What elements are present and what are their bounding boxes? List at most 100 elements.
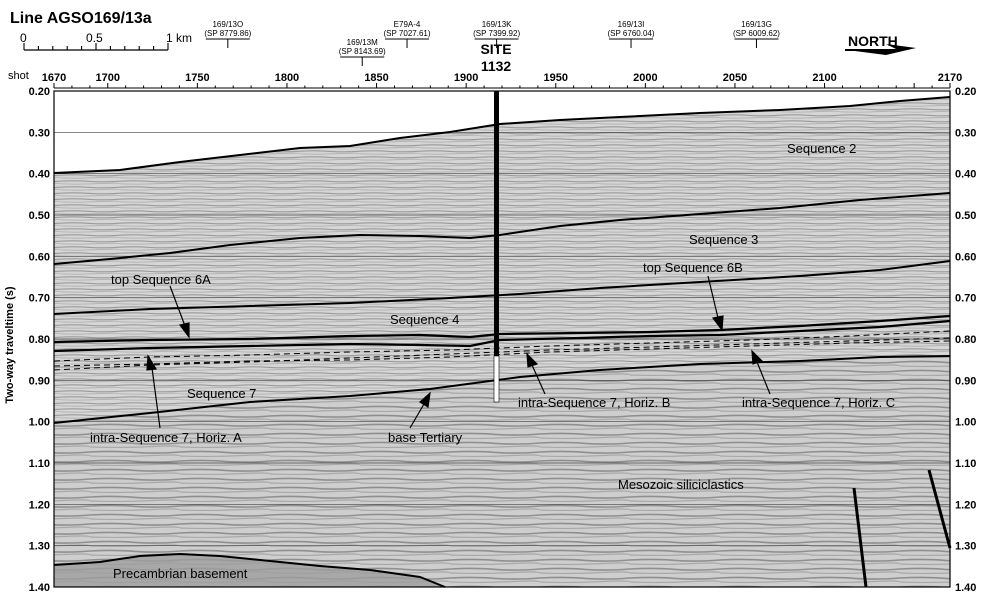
- x-tick-label: 2170: [938, 72, 962, 84]
- label-sequence-4: Sequence 4: [390, 312, 459, 327]
- label-sequence-2: Sequence 2: [787, 141, 856, 156]
- x-tick-label: 1900: [454, 72, 478, 84]
- plot-frame: [53, 90, 951, 588]
- y-tick-label-right: 1.10: [955, 458, 976, 470]
- crossing-name: 169/13O: [212, 20, 243, 29]
- y-tick-label-right: 0.70: [955, 293, 976, 305]
- y-axis-label: Two-way traveltime (s): [4, 286, 16, 403]
- arrow-6b-icon: [711, 315, 724, 332]
- x-axis-label: shot: [8, 70, 29, 82]
- y-tick-label-right: 0.90: [955, 375, 976, 387]
- y-axis-ticks-left: 0.20 0.30 0.40 0.50 0.60 0.70 0.80 0.90 1.00 1.10…: [29, 86, 50, 594]
- label-horiz-c: intra-Sequence 7, Horiz. C: [742, 395, 895, 410]
- fault-1: [852, 487, 868, 588]
- label-top-6a: top Sequence 6A: [111, 272, 211, 287]
- y-tick-label-left: 1.00: [29, 417, 50, 429]
- time-grid: [54, 131, 950, 547]
- crossing-sp: (SP 7027.61): [384, 29, 431, 38]
- basement-fill: [54, 554, 445, 587]
- y-tick-label-right: 0.30: [955, 127, 976, 139]
- x-tick-label: 1950: [544, 72, 568, 84]
- y-tick-label-right: 0.60: [955, 251, 976, 263]
- crossing-name: 169/13K: [482, 20, 512, 29]
- top-sequence-6a-horizon: [53, 314, 951, 344]
- x-tick-label: 1800: [275, 72, 299, 84]
- crossing-sp: (SP 8143.69): [339, 47, 386, 56]
- y-tick-label-right: 1.30: [955, 541, 976, 553]
- y-tick-label-right: 0.50: [955, 210, 976, 222]
- label-precambrian: Precambrian basement: [113, 566, 248, 581]
- y-tick-label-right: 0.20: [955, 86, 976, 98]
- crossing-sp: (SP 6760.04): [608, 29, 655, 38]
- x-tick-label: 2100: [812, 72, 836, 84]
- horizons: [53, 96, 951, 588]
- crossing-marker: 169/13K(SP 7399.92): [473, 20, 520, 48]
- site-label-line2: 1132: [481, 58, 512, 74]
- crossing-marker: 169/13I(SP 6760.04): [608, 20, 655, 48]
- crossing-marker: 169/13O(SP 8779.86): [204, 20, 252, 48]
- y-tick-label-right: 1.40: [955, 582, 976, 594]
- site-borehole: [493, 91, 500, 403]
- north-arrow-icon: NORTH: [845, 33, 916, 55]
- mesozoic-fill: [54, 356, 950, 587]
- x-tick-label: 2050: [723, 72, 747, 84]
- y-tick-label-right: 1.00: [955, 417, 976, 429]
- y-tick-label-left: 0.90: [29, 375, 50, 387]
- faults: [852, 469, 952, 588]
- y-tick-label-left: 0.60: [29, 251, 50, 263]
- crossing-name: 169/13I: [618, 20, 645, 29]
- label-top-6b: top Sequence 6B: [643, 260, 743, 275]
- basement-horizon: [53, 552, 446, 588]
- y-tick-label-left: 0.50: [29, 210, 50, 222]
- crossing-name: 169/13M: [347, 38, 378, 47]
- arrow-base-tertiary-icon: [419, 391, 431, 408]
- base-sequence-3-horizon: [53, 260, 951, 315]
- y-tick-label-left: 0.20: [29, 86, 50, 98]
- interpretation-labels: Sequence 2 Sequence 3 Sequence 4 Sequenc…: [90, 141, 895, 581]
- x-tick-label: 1670: [42, 72, 66, 84]
- north-label: NORTH: [848, 33, 898, 49]
- top-sequence-6b-horizon: [53, 319, 951, 353]
- label-sequence-7: Sequence 7: [187, 386, 256, 401]
- x-tick-label: 1750: [185, 72, 209, 84]
- arrow-horiz-b-icon: [526, 352, 539, 368]
- y-tick-label-right: 0.80: [955, 334, 976, 346]
- y-tick-label-right: 1.20: [955, 499, 976, 511]
- crossing-marker: 169/13M(SP 8143.69): [339, 38, 386, 66]
- fault-2: [927, 469, 952, 549]
- scale-bar: 0 0.5 1 km: [20, 31, 192, 51]
- y-tick-label-left: 1.20: [29, 499, 50, 511]
- label-horiz-b: intra-Sequence 7, Horiz. B: [518, 395, 670, 410]
- y-axis-ticks-right: 0.20 0.30 0.40 0.50 0.60 0.70 0.80 0.90 1.00 1.10…: [955, 86, 976, 594]
- arrow-6a-icon: [178, 322, 190, 339]
- y-tick-label-left: 0.30: [29, 127, 50, 139]
- annotation-arrows: [146, 275, 771, 429]
- y-tick-label-right: 0.40: [955, 169, 976, 181]
- scale-label-0: 0: [20, 31, 27, 45]
- base-tertiary-horizon: [53, 355, 951, 424]
- x-axis-ticks: 1670 1700 1750 1800 1850 1900 1950 2000 2050 2100…: [42, 72, 962, 89]
- scale-label-1km: 1 km: [166, 31, 192, 45]
- y-tick-label-left: 0.80: [29, 334, 50, 346]
- seafloor-horizon: [53, 96, 951, 174]
- crossing-marker: 169/13G(SP 6009.62): [733, 20, 780, 48]
- crossing-name: E79A-4: [394, 20, 421, 29]
- arrow-horiz-a-icon: [146, 354, 158, 371]
- arrow-horiz-c-icon: [751, 349, 764, 365]
- crossing-sp: (SP 7399.92): [473, 29, 520, 38]
- y-tick-label-left: 0.40: [29, 169, 50, 181]
- y-tick-label-left: 0.70: [29, 293, 50, 305]
- y-tick-label-left: 1.10: [29, 458, 50, 470]
- y-tick-label-left: 1.30: [29, 541, 50, 553]
- label-base-tertiary: base Tertiary: [388, 430, 463, 445]
- label-horiz-a: intra-Sequence 7, Horiz. A: [90, 430, 242, 445]
- crossing-sp: (SP 6009.62): [733, 29, 780, 38]
- label-sequence-3: Sequence 3: [689, 232, 758, 247]
- x-tick-label: 1700: [96, 72, 120, 84]
- y-tick-label-left: 1.40: [29, 582, 50, 594]
- x-tick-label: 1850: [364, 72, 388, 84]
- crossing-lines: 169/13O(SP 8779.86) 169/13M(SP 8143.69) E7…: [204, 20, 780, 66]
- figure-title: Line AGSO169/13a: [10, 10, 152, 27]
- x-tick-label: 2000: [633, 72, 657, 84]
